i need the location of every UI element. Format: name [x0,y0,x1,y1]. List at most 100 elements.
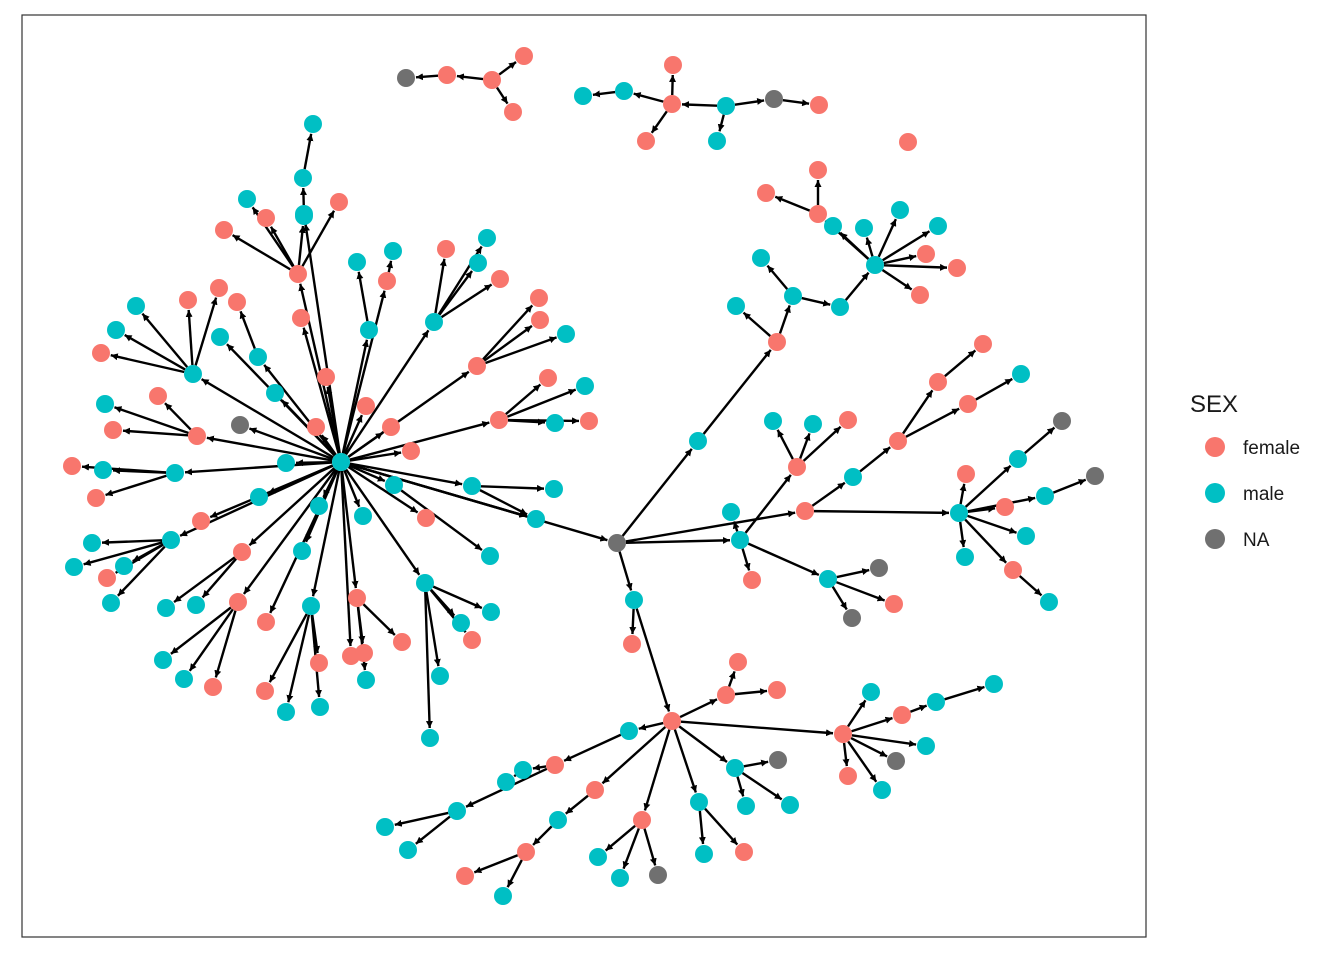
edge [226,343,336,457]
node-female [491,270,509,288]
node-male [384,242,402,260]
edge [741,548,751,571]
edge [1024,426,1056,455]
node-female [957,465,975,483]
node-male [1017,527,1035,545]
node-female [664,56,682,74]
node-female [948,259,966,277]
node-na [608,534,626,552]
edge [185,309,194,366]
edge [239,310,256,350]
nodes-layer [63,47,1104,905]
edges-layer [81,61,1087,888]
edge [847,740,878,783]
edge [883,263,948,271]
legend-title: SEX [1190,391,1238,418]
edge [124,333,186,371]
edge [618,551,633,591]
edge [303,223,341,454]
node-female [530,289,548,307]
edge [778,305,791,334]
edge [909,704,928,713]
edge [438,270,473,316]
node-male [250,488,268,506]
edge [1018,575,1043,597]
node-na [870,559,888,577]
edge [400,489,483,552]
node-male [65,558,83,576]
edge [702,349,772,435]
node-female [98,569,116,587]
node-female [289,265,307,283]
node-male [482,603,500,621]
edge [506,859,523,888]
node-female [757,184,775,202]
node-male [708,132,726,150]
edge [964,518,1007,564]
edge [842,742,850,767]
node-male [1012,365,1030,383]
node-male [546,414,564,432]
node-male [360,321,378,339]
edge [727,670,736,687]
edge [741,772,783,801]
node-female [490,411,508,429]
edge [114,406,189,435]
node-male [545,480,563,498]
node-female [215,221,233,239]
node-male [1040,593,1058,611]
edge [415,73,439,81]
node-male [293,542,311,560]
node-male [448,802,466,820]
node-male [527,510,545,528]
node-female [586,781,604,799]
node-male [166,464,184,482]
node-female [378,272,396,290]
node-male [862,683,880,701]
node-male [615,82,633,100]
edge [679,698,718,719]
node-female [743,571,761,589]
node-female [233,543,251,561]
edge [349,462,463,487]
edge [532,825,553,846]
node-female [929,373,947,391]
edge [206,435,333,462]
node-female [504,103,522,121]
edge [877,218,897,258]
node-female [179,291,197,309]
edge [633,92,664,103]
legend: SEX female male NA [1190,391,1300,551]
legend-item-female: female [1205,437,1300,459]
node-male [102,594,120,612]
node-female [623,635,641,653]
node-female [63,457,81,475]
node-female [834,725,852,743]
edge [975,377,1013,401]
node-female [257,613,275,631]
node-female [663,95,681,113]
node-male [295,207,313,225]
edge [905,407,960,438]
node-female [663,712,681,730]
node-male [557,325,575,343]
node-female [796,502,814,520]
node-male [399,841,417,859]
node-female [483,71,501,89]
edge [635,608,671,712]
edge [742,311,772,337]
edge [782,99,810,107]
edge [846,699,867,728]
edge [704,807,739,846]
edge [744,474,792,534]
node-na [843,609,861,627]
node-female [735,843,753,861]
node-female [889,432,907,450]
edge [643,729,671,811]
node-female [210,279,228,297]
edge [242,468,337,595]
node-male [620,722,638,740]
node-male [950,504,968,522]
node-female [809,161,827,179]
